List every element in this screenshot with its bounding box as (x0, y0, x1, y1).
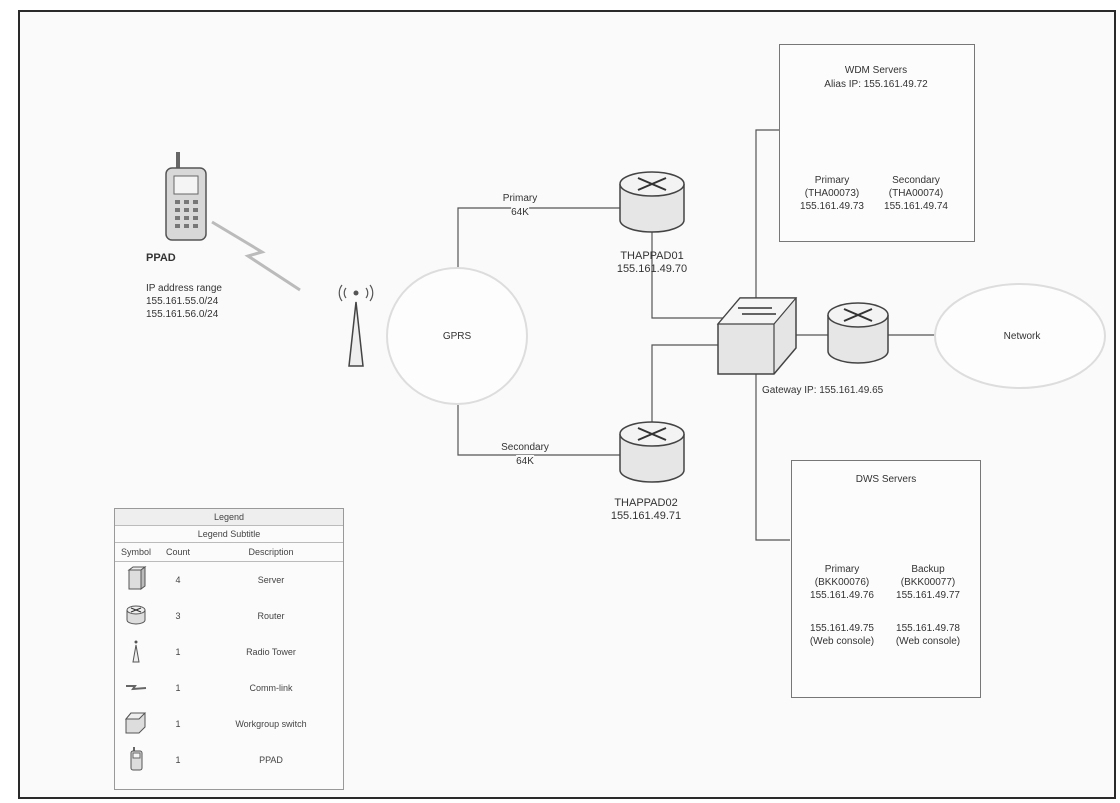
legend-workgroup-switch-description: Workgroup switch (235, 719, 307, 729)
ppad-ip-title: IP address range (146, 283, 222, 294)
switch-dws-line (755, 374, 790, 541)
wdm-servers-box (779, 44, 975, 242)
wdm-primary-ip: 155.161.49.73 (800, 201, 864, 212)
legend-row-ppad: 1 PPAD (115, 742, 343, 778)
legend-row-radio-tower: 1 Radio Tower (115, 634, 343, 670)
wdm-secondary-id: (THA00074) (888, 188, 944, 199)
ppad-ip-range-1: 155.161.55.0/24 (146, 296, 219, 307)
secondary-link-line (457, 405, 625, 456)
legend-radio-tower-description: Radio Tower (246, 647, 296, 657)
dws-backup-console-ip: 155.161.49.78 (896, 623, 960, 634)
legend-row-workgroup-switch: 1 Workgroup switch (115, 706, 343, 742)
router2-ip: 155.161.49.71 (610, 510, 682, 522)
ppad-name: PPAD (146, 252, 176, 264)
primary-link-speed: 64K (511, 206, 529, 219)
radio-tower-icon (338, 284, 374, 367)
network-label: Network (1003, 331, 1041, 342)
router1-switch-line (651, 228, 726, 319)
workgroup-switch-icon (125, 712, 147, 734)
dws-backup-console-label: (Web console) (895, 636, 961, 647)
comm-link-icon (126, 685, 147, 691)
dws-servers-box (791, 460, 981, 698)
legend-router-description: Router (257, 611, 285, 621)
legend-workgroup-switch-count: 1 (175, 719, 181, 729)
ppad-phone-icon (165, 152, 207, 241)
dws-title: DWS Servers (855, 474, 917, 485)
dws-primary-role: Primary (824, 564, 860, 575)
legend-row-comm-link: 1 Comm-link (115, 670, 343, 706)
wdm-alias-ip: Alias IP: 155.161.49.72 (824, 79, 928, 90)
legend-row-router: 3 Router (115, 598, 343, 634)
gateway-router-icon (827, 302, 889, 364)
wdm-secondary-ip: 155.161.49.74 (884, 201, 948, 212)
router2-switch-line (651, 344, 726, 432)
dws-primary-console-ip: 155.161.49.75 (810, 623, 874, 634)
legend-radio-tower-count: 1 (175, 647, 181, 657)
wdm-primary-id: (THA00073) (804, 188, 860, 199)
secondary-link-speed: 64K (516, 455, 534, 468)
legend-server-count: 4 (175, 575, 181, 585)
workgroup-switch-icon (716, 297, 798, 375)
router-icon (126, 605, 146, 625)
legend-comm-link-count: 1 (175, 683, 181, 693)
dws-primary-console-label: (Web console) (809, 636, 875, 647)
wdm-primary-role: Primary (814, 175, 850, 186)
router1-name: THAPPAD01 (620, 250, 684, 262)
primary-link-line (457, 207, 625, 270)
server-icon (127, 566, 147, 590)
legend-header-symbol: Symbol (120, 547, 151, 557)
primary-link-label: Primary (502, 192, 538, 205)
legend-comm-link-description: Comm-link (249, 683, 293, 693)
gprs-cloud (386, 267, 528, 405)
legend-router-count: 3 (175, 611, 181, 621)
connection-lines (457, 129, 935, 541)
router1-ip: 155.161.49.70 (616, 263, 688, 275)
legend-header-count: Count (165, 547, 191, 557)
secondary-link-label: Secondary (501, 441, 549, 454)
wdm-secondary-role: Secondary (892, 175, 940, 186)
dws-backup-role: Backup (911, 564, 945, 575)
ppad-icon (130, 747, 143, 771)
legend-ppad-description: PPAD (259, 755, 283, 765)
legend-row-server: 4 Server (115, 562, 343, 598)
network-cloud (934, 283, 1106, 389)
comm-link-icon (211, 220, 301, 292)
switch-wdm-line (755, 129, 785, 300)
wdm-title: WDM Servers (844, 65, 908, 76)
dws-backup-ip: 155.161.49.77 (896, 590, 960, 601)
legend-ppad-count: 1 (175, 755, 181, 765)
legend-subtitle: Legend Subtitle (115, 526, 343, 543)
router2-icon (619, 421, 685, 483)
legend-title: Legend (115, 509, 343, 526)
legend-header-row: Symbol Count Description (115, 543, 343, 562)
legend-panel: Legend Legend Subtitle Symbol Count Desc… (114, 508, 344, 790)
dws-backup-id: (BKK00077) (900, 577, 956, 588)
legend-header-description: Description (248, 547, 294, 557)
dws-primary-id: (BKK00076) (814, 577, 870, 588)
radio-tower-icon (132, 640, 140, 663)
gateway-ip-label: Gateway IP: 155.161.49.65 (762, 385, 884, 396)
gprs-label: GPRS (442, 331, 472, 342)
router2-name: THAPPAD02 (614, 497, 678, 509)
dws-primary-ip: 155.161.49.76 (810, 590, 874, 601)
legend-server-description: Server (257, 575, 285, 585)
router1-icon (619, 171, 685, 233)
ppad-ip-range-2: 155.161.56.0/24 (146, 309, 219, 320)
